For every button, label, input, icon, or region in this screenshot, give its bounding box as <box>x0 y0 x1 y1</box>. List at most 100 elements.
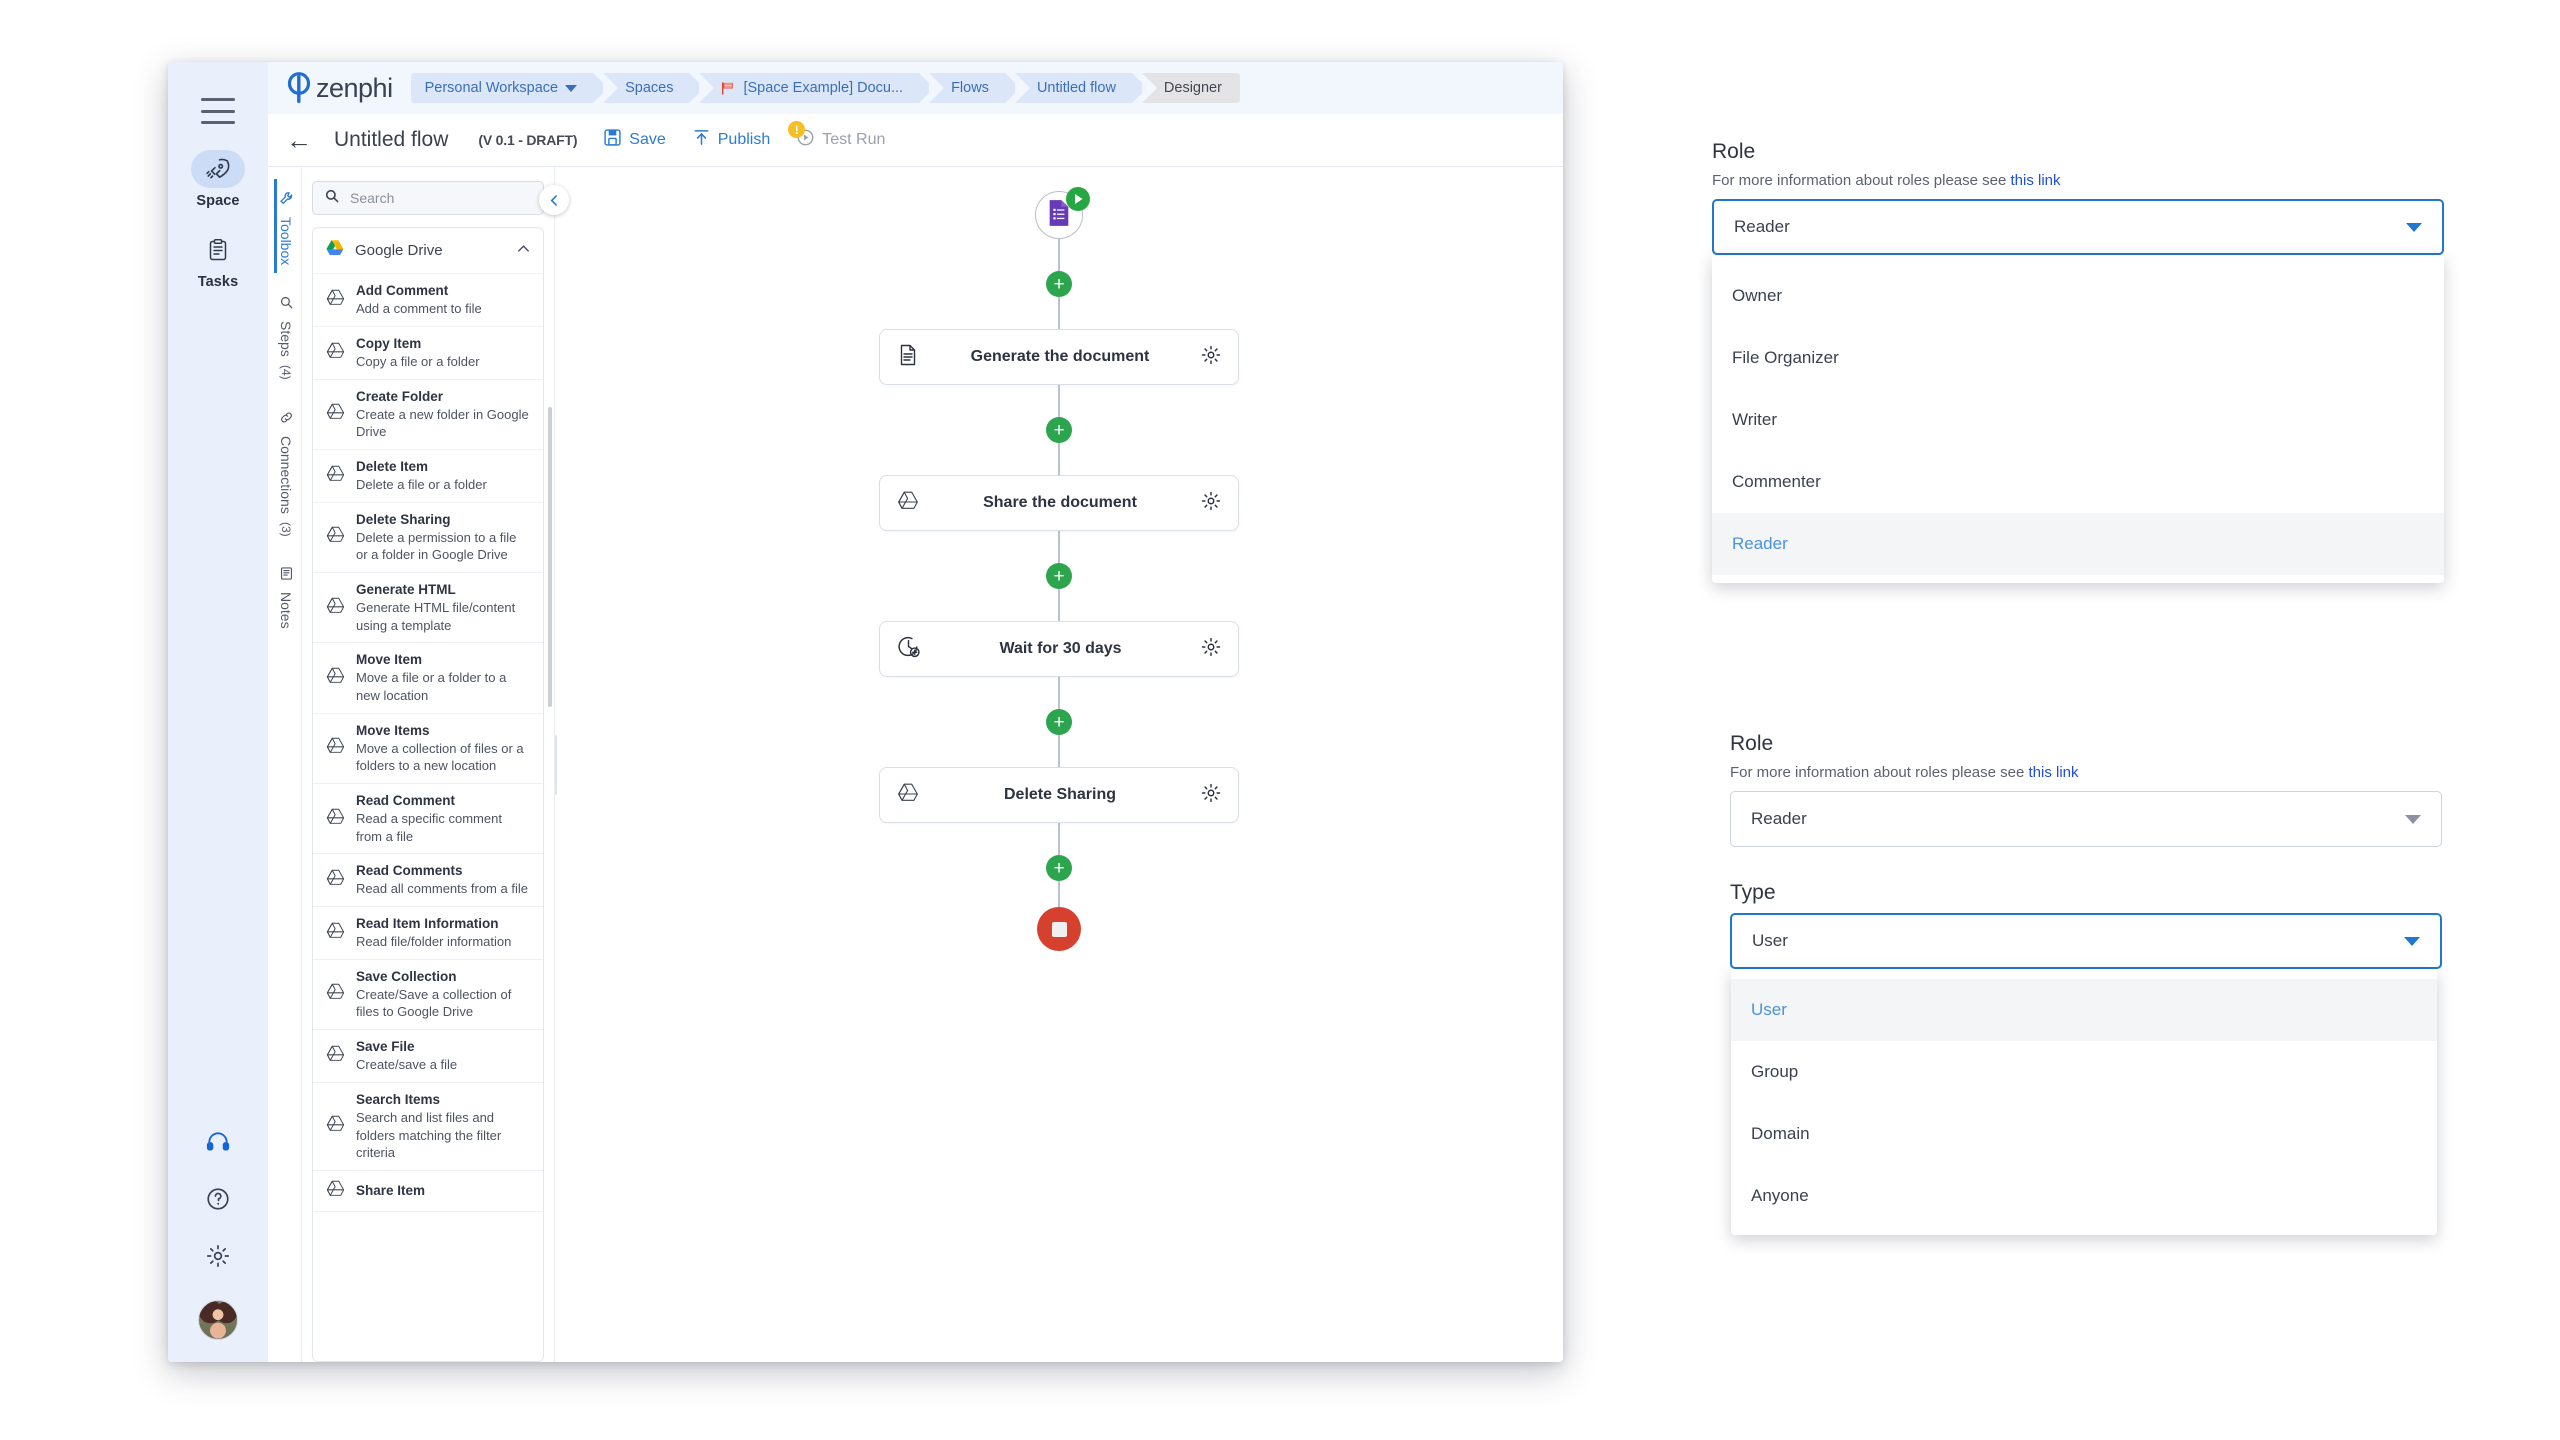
flow-toolbar: ← Untitled flow (V 0.1 - DRAFT) Save <box>268 114 1563 166</box>
flow-step-node[interactable]: Generate the document <box>879 329 1239 385</box>
toolbox-item-desc: Read a specific comment from a file <box>356 811 502 844</box>
breadcrumb-item-designer[interactable]: Designer <box>1141 73 1240 103</box>
flow-stop-node[interactable] <box>1037 907 1081 951</box>
breadcrumb-label: Spaces <box>625 80 674 96</box>
play-icon[interactable] <box>1066 187 1090 211</box>
toolbox-item-name: Read Comments <box>356 863 463 879</box>
toolbox-item-name: Move Items <box>356 722 430 738</box>
link-icon <box>279 410 294 428</box>
role-option[interactable]: Commenter <box>1732 472 1821 491</box>
step-settings-gear-icon[interactable] <box>1200 490 1222 517</box>
save-button[interactable]: Save <box>603 128 666 152</box>
flow-step-node[interactable]: Wait for 30 days <box>879 621 1239 677</box>
type-option[interactable]: Group <box>1751 1062 1799 1081</box>
tab-toolbox[interactable]: Toolbox <box>274 179 294 283</box>
gear-icon[interactable] <box>205 1243 231 1274</box>
flow-canvas[interactable]: + Generate the document + Share the documen… <box>554 167 1563 1362</box>
breadcrumb-item-workspace[interactable]: Personal Workspace <box>410 73 608 103</box>
rail-item-tasks[interactable]: Tasks <box>191 231 245 290</box>
tab-steps[interactable]: Steps (4) <box>275 283 294 397</box>
type-option[interactable]: User <box>1731 979 2437 1041</box>
search-input[interactable]: Search <box>312 181 544 215</box>
role-option[interactable]: File Organizer <box>1732 348 1839 367</box>
toolbox-item-desc: Delete a permission to a file or a folde… <box>356 529 517 563</box>
page-title: Untitled flow <box>334 128 449 151</box>
role-field-help: For more information about roles please … <box>1712 172 2444 189</box>
breadcrumb-item-spaces[interactable]: Spaces <box>603 73 705 103</box>
toolbox-item[interactable]: Share Item <box>313 1171 543 1212</box>
breadcrumb-item-space-example[interactable]: [Space Example] Docu... <box>699 73 934 103</box>
role-help-text: For more information about roles please … <box>1730 764 2029 781</box>
add-step-button[interactable]: + <box>1046 709 1072 735</box>
avatar[interactable] <box>198 1300 238 1340</box>
add-step-button[interactable]: + <box>1046 855 1072 881</box>
publish-button[interactable]: Publish <box>692 128 770 152</box>
role-option[interactable]: Reader <box>1712 513 2444 575</box>
type-field-label: Type <box>1730 881 1776 904</box>
role-select[interactable]: Reader <box>1712 199 2444 255</box>
tab-label: Steps <box>278 321 294 358</box>
step-settings-gear-icon[interactable] <box>1200 344 1222 371</box>
type-option[interactable]: Anyone <box>1751 1186 1809 1205</box>
test-run-button[interactable]: ! Test Run <box>788 121 885 152</box>
toolbox-item-name: Move Item <box>356 652 423 668</box>
role-help-text: For more information about roles please … <box>1712 172 2011 189</box>
clipboard-icon <box>191 231 245 269</box>
toolbox-item-desc: Delete a file or a folder <box>356 477 487 493</box>
role-help-link[interactable]: this link <box>2010 172 2061 189</box>
add-step-button[interactable]: + <box>1046 271 1072 297</box>
breadcrumb-item-untitled-flow[interactable]: Untitled flow <box>1014 73 1147 103</box>
flow-step-node[interactable]: Delete Sharing <box>879 767 1239 823</box>
toolbox-item-desc: Move a file or a folder to a new locatio… <box>356 670 507 703</box>
help-circle-icon[interactable] <box>205 1186 231 1217</box>
chevron-up-icon[interactable] <box>516 241 531 261</box>
add-step-button[interactable]: + <box>1046 563 1072 589</box>
canvas-resize-handle[interactable] <box>555 734 557 795</box>
role-option[interactable]: Writer <box>1732 410 1778 429</box>
headset-icon[interactable] <box>205 1129 231 1160</box>
wrench-icon <box>279 191 294 209</box>
toolbox-group-header[interactable]: Google Drive <box>313 228 543 274</box>
google-drive-icon <box>325 807 346 831</box>
hamburger-icon[interactable] <box>201 98 235 124</box>
role-field-panel-open: Role For more information about roles pl… <box>1712 140 2444 583</box>
flow-step-node[interactable]: Share the document <box>879 475 1239 531</box>
tab-notes[interactable]: Notes <box>275 554 294 647</box>
role-select[interactable]: Reader <box>1730 791 2442 847</box>
flow-start-node[interactable] <box>1035 187 1090 239</box>
scrollbar-thumb[interactable] <box>548 407 552 707</box>
toolbox-item-name: Delete Sharing <box>356 511 451 527</box>
rail-item-space[interactable]: Space <box>191 150 245 209</box>
step-settings-gear-icon[interactable] <box>1200 636 1222 663</box>
collapse-panel-button[interactable] <box>539 185 569 215</box>
role-help-link[interactable]: this link <box>2028 764 2079 781</box>
type-select[interactable]: User <box>1730 913 2442 969</box>
step-settings-gear-icon[interactable] <box>1200 782 1222 809</box>
type-option[interactable]: Domain <box>1751 1124 1810 1143</box>
tab-connections[interactable]: Connections (3) <box>275 398 294 555</box>
breadcrumb-item-flows[interactable]: Flows <box>929 73 1020 103</box>
back-arrow-icon[interactable]: ← <box>286 125 312 155</box>
flow-diagram: + Generate the document + Share the documen… <box>869 187 1249 951</box>
role-option[interactable]: Owner <box>1732 286 1783 305</box>
flag-icon <box>721 81 736 95</box>
add-step-button[interactable]: + <box>1046 417 1072 443</box>
